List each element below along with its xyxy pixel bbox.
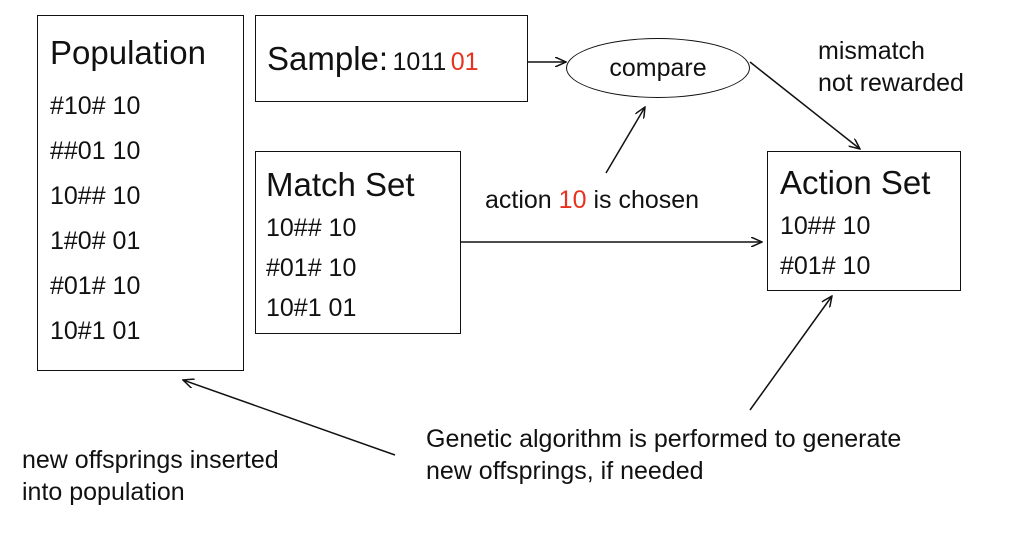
action-chosen-text: action 10 is chosen xyxy=(485,184,699,216)
sample-box: Sample: 1011 01 xyxy=(255,15,528,102)
offsprings-text: new offsprings inserted into population xyxy=(22,444,279,508)
action-chosen-prefix: action xyxy=(485,186,552,214)
action-chosen-suffix: is chosen xyxy=(593,186,700,214)
offsprings-line-1: new offsprings inserted xyxy=(22,446,279,474)
action-set-box: Action Set 10## 10 #01# 10 xyxy=(767,151,961,291)
compare-ellipse: compare xyxy=(566,38,750,98)
genetic-line-2: new offsprings, if needed xyxy=(426,457,704,485)
action-set-row: 10## 10 xyxy=(780,212,871,240)
offsprings-line-2: into population xyxy=(22,478,185,506)
match-set-row: #01# 10 xyxy=(266,254,357,282)
arrow-chosen-to-compare xyxy=(605,107,645,174)
mismatch-line-1: mismatch xyxy=(818,37,925,65)
genetic-line-1: Genetic algorithm is performed to genera… xyxy=(426,425,902,453)
match-set-box: Match Set 10## 10 #01# 10 10#1 01 xyxy=(255,151,461,334)
population-title: Population xyxy=(50,34,206,71)
match-set-row: 10#1 01 xyxy=(266,294,357,322)
population-row: 10## 10 xyxy=(50,182,141,210)
population-row: #10# 10 xyxy=(50,92,141,120)
action-chosen-value: 10 xyxy=(558,186,587,214)
action-set-title: Action Set xyxy=(780,164,931,201)
population-row: 1#0# 01 xyxy=(50,227,141,255)
sample-action: 01 xyxy=(450,48,479,76)
compare-label: compare xyxy=(609,53,707,82)
population-row: #01# 10 xyxy=(50,272,141,300)
mismatch-line-2: not rewarded xyxy=(818,69,964,97)
action-set-row: #01# 10 xyxy=(780,252,871,280)
arrow-genetic-to-actionset xyxy=(749,296,832,411)
population-row: 10#1 01 xyxy=(50,317,141,345)
match-set-title: Match Set xyxy=(266,166,415,203)
population-row: ##01 10 xyxy=(50,137,141,165)
match-set-row: 10## 10 xyxy=(266,214,357,242)
mismatch-text: mismatch not rewarded xyxy=(818,35,964,99)
sample-line: Sample: 1011 01 xyxy=(267,40,479,78)
population-box: Population #10# 10 ##01 10 10## 10 1#0# … xyxy=(37,15,244,371)
sample-bits: 1011 xyxy=(392,48,447,76)
arrow-compare-to-action-set xyxy=(749,61,860,149)
sample-label: Sample: xyxy=(267,40,389,77)
arrow-genetic-to-population xyxy=(183,380,396,456)
genetic-algorithm-text: Genetic algorithm is performed to genera… xyxy=(426,423,901,487)
